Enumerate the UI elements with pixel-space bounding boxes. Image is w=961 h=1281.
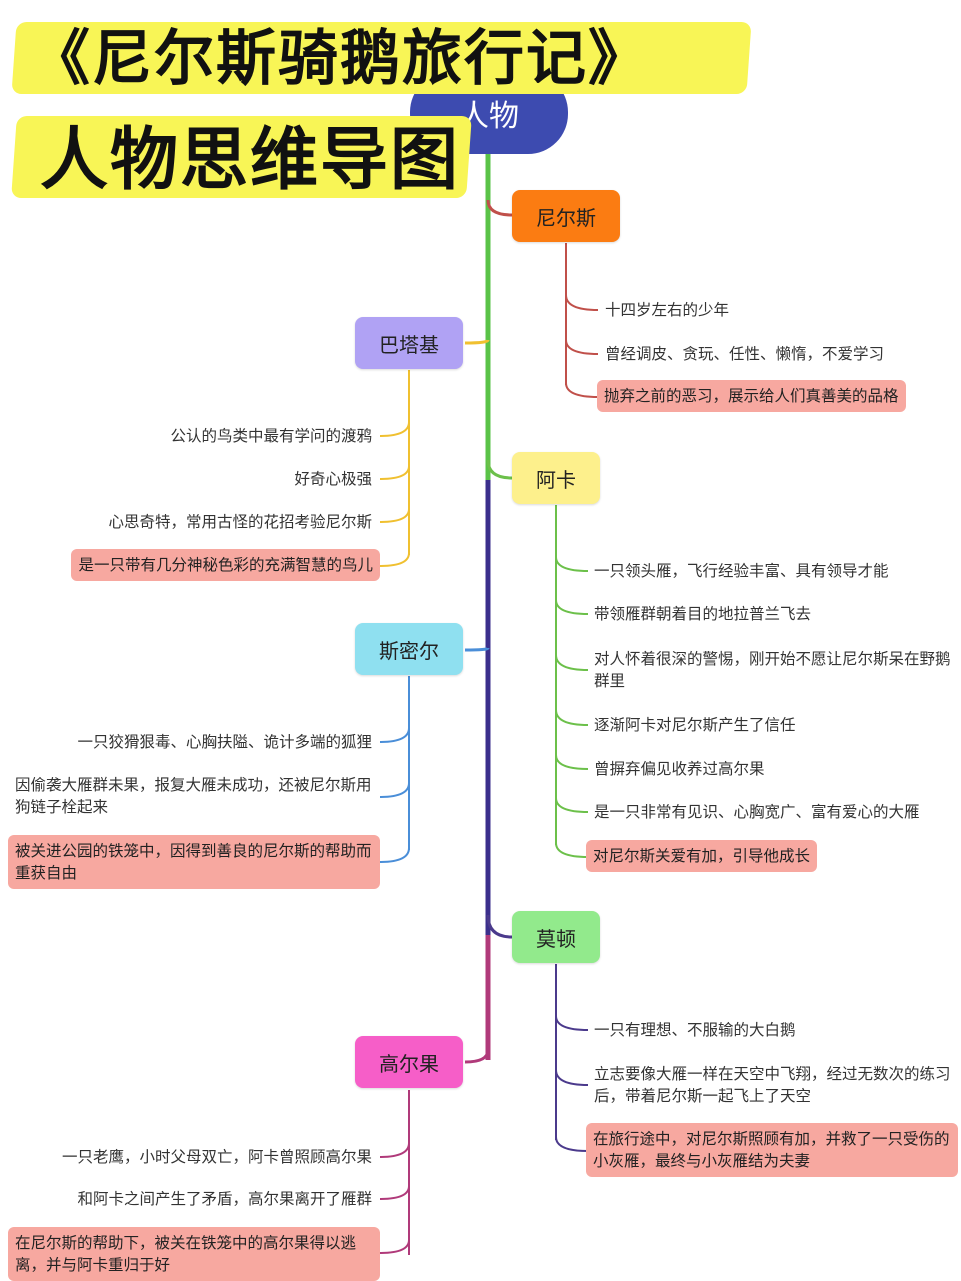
leaf-akka-1: 一只领头雁，飞行经验丰富、具有领导才能 [594,562,889,580]
branch-node-nils: 尼尔斯 [512,190,620,242]
branch-node-morten: 莫顿 [512,911,600,963]
leaf-akka-4: 逐渐阿卡对尼尔斯产生了信任 [594,716,796,734]
leaf-smirre-2: 因偷袭大雁群未果，报复大雁未成功，还被尼尔斯用狗链子栓起来 [15,776,372,816]
leaf-bataki-highlight: 是一只带有几分神秘色彩的充满智慧的鸟儿 [71,549,380,581]
branch-node-bataki: 巴塔基 [355,317,463,369]
leaf-bataki-2: 好奇心极强 [294,470,372,488]
title-line-2: 人物思维导图 [40,121,461,200]
leaf-bataki-1: 公认的鸟类中最有学问的渡鸦 [170,427,372,445]
leaf-akka-6: 是一只非常有见识、心胸宽广、富有爱心的大雁 [594,803,920,821]
leaf-akka-3: 对人怀着很深的警惕，刚开始不愿让尼尔斯呆在野鹅群里 [594,650,951,690]
title-line-1: 《尼尔斯骑鹅旅行记》 [30,24,650,94]
leaf-gorgo-1: 一只老鹰，小时父母双亡，阿卡曾照顾高尔果 [61,1148,372,1166]
branch-node-gorgo: 高尔果 [355,1036,463,1088]
branch-node-akka: 阿卡 [512,452,600,504]
leaf-nils-highlight: 抛弃之前的恶习，展示给人们真善美的品格 [597,380,906,412]
leaf-akka-5: 曾摒弃偏见收养过高尔果 [594,760,765,778]
leaf-morten-1: 一只有理想、不服输的大白鹅 [594,1021,796,1039]
leaf-bataki-3: 心思奇特，常用古怪的花招考验尼尔斯 [108,513,372,531]
leaf-akka-highlight: 对尼尔斯关爱有加，引导他成长 [586,840,818,872]
branch-node-smirre: 斯密尔 [355,623,463,675]
leaf-smirre-highlight: 被关进公园的铁笼中，因得到善良的尼尔斯的帮助而重获自由 [8,835,380,889]
leaf-gorgo-2: 和阿卡之间产生了矛盾，高尔果离开了雁群 [77,1190,372,1208]
leaf-morten-2: 立志要像大雁一样在天空中飞翔，经过无数次的练习后，带着尼尔斯一起飞上了天空 [594,1065,951,1105]
leaf-gorgo-highlight: 在尼尔斯的帮助下，被关在铁笼中的高尔果得以逃离，并与阿卡重归于好 [8,1227,380,1281]
leaf-nils-1: 十四岁左右的少年 [605,301,730,319]
leaf-morten-highlight: 在旅行途中，对尼尔斯照顾有加，并救了一只受伤的小灰雁，最终与小灰雁结为夫妻 [586,1123,958,1177]
leaf-smirre-1: 一只狡猾狠毒、心胸扶隘、诡计多端的狐狸 [77,733,372,751]
leaf-nils-2: 曾经调皮、贪玩、任性、懒惰，不爱学习 [605,345,885,363]
leaf-akka-2: 带领雁群朝着目的地拉普兰飞去 [594,605,812,623]
